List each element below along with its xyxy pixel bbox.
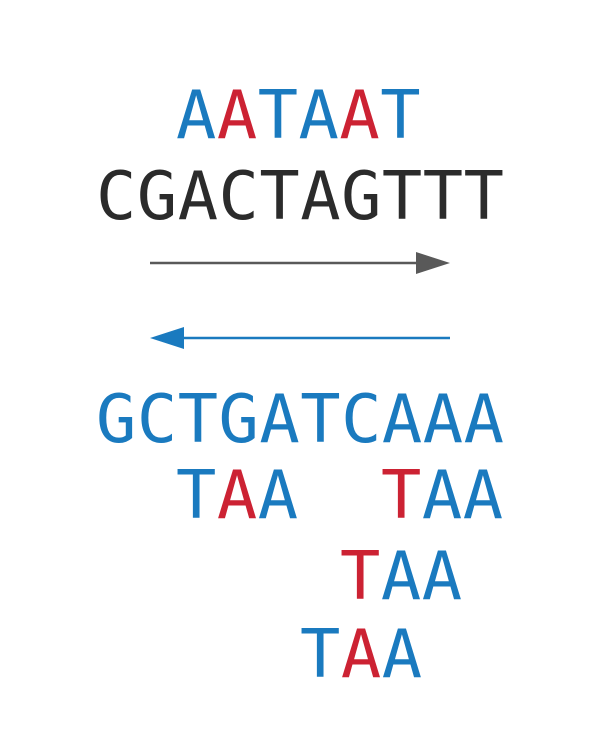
nucleotide-letter: T bbox=[177, 380, 219, 458]
nucleotide-letter: A bbox=[339, 76, 381, 154]
nucleotide-letter: G bbox=[96, 380, 137, 458]
top-fragment-sequence: AATAAT bbox=[176, 82, 421, 149]
complement-strand-sequence: GCTGATCAAA bbox=[96, 386, 504, 453]
nucleotide-letter: T bbox=[381, 456, 422, 534]
nucleotide-letter: C bbox=[218, 157, 260, 235]
nucleotide-letter: A bbox=[380, 537, 422, 615]
nucleotide-letter: T bbox=[300, 615, 341, 693]
nucleotide-letter: A bbox=[463, 380, 505, 458]
nucleotide-letter: A bbox=[257, 456, 299, 534]
nucleotide-letter: A bbox=[340, 615, 382, 693]
stop-codon-2: TAA bbox=[381, 462, 504, 529]
nucleotide-letter: G bbox=[218, 380, 260, 458]
stop-codon-4: TAA bbox=[300, 621, 423, 688]
nucleotide-letter: T bbox=[300, 380, 342, 458]
nucleotide-letter: A bbox=[298, 76, 340, 154]
stop-codon-3: TAA bbox=[340, 543, 463, 610]
nucleotide-letter: A bbox=[216, 456, 258, 534]
nucleotide-letter: T bbox=[381, 157, 423, 235]
reverse-arrow-head bbox=[150, 327, 184, 349]
nucleotide-letter: A bbox=[177, 157, 219, 235]
nucleotide-letter: T bbox=[380, 76, 422, 154]
nucleotide-letter: A bbox=[421, 537, 463, 615]
forward-arrow bbox=[150, 252, 450, 274]
stop-codon-1: TAA bbox=[176, 462, 299, 529]
nucleotide-letter: T bbox=[422, 157, 464, 235]
nucleotide-letter: A bbox=[259, 380, 301, 458]
nucleotide-letter: A bbox=[462, 456, 504, 534]
nucleotide-letter: A bbox=[300, 157, 342, 235]
nucleotide-letter: A bbox=[421, 456, 463, 534]
nucleotide-letter: G bbox=[136, 157, 178, 235]
nucleotide-letter: C bbox=[96, 157, 137, 235]
nucleotide-letter: T bbox=[259, 157, 301, 235]
forward-arrow-head bbox=[416, 252, 450, 274]
nucleotide-letter: A bbox=[176, 76, 217, 154]
nucleotide-letter: T bbox=[463, 157, 505, 235]
nucleotide-letter: A bbox=[381, 380, 423, 458]
nucleotide-letter: A bbox=[422, 380, 464, 458]
nucleotide-letter: T bbox=[257, 76, 299, 154]
nucleotide-letter: T bbox=[176, 456, 217, 534]
nucleotide-letter: C bbox=[136, 380, 178, 458]
nucleotide-letter: T bbox=[340, 537, 381, 615]
nucleotide-letter: A bbox=[216, 76, 258, 154]
nucleotide-letter: A bbox=[381, 615, 423, 693]
forward-strand-sequence: CGACTAGTTT bbox=[96, 163, 504, 230]
nucleotide-letter: G bbox=[341, 157, 382, 235]
nucleotide-letter: C bbox=[341, 380, 382, 458]
reverse-arrow bbox=[150, 327, 450, 349]
